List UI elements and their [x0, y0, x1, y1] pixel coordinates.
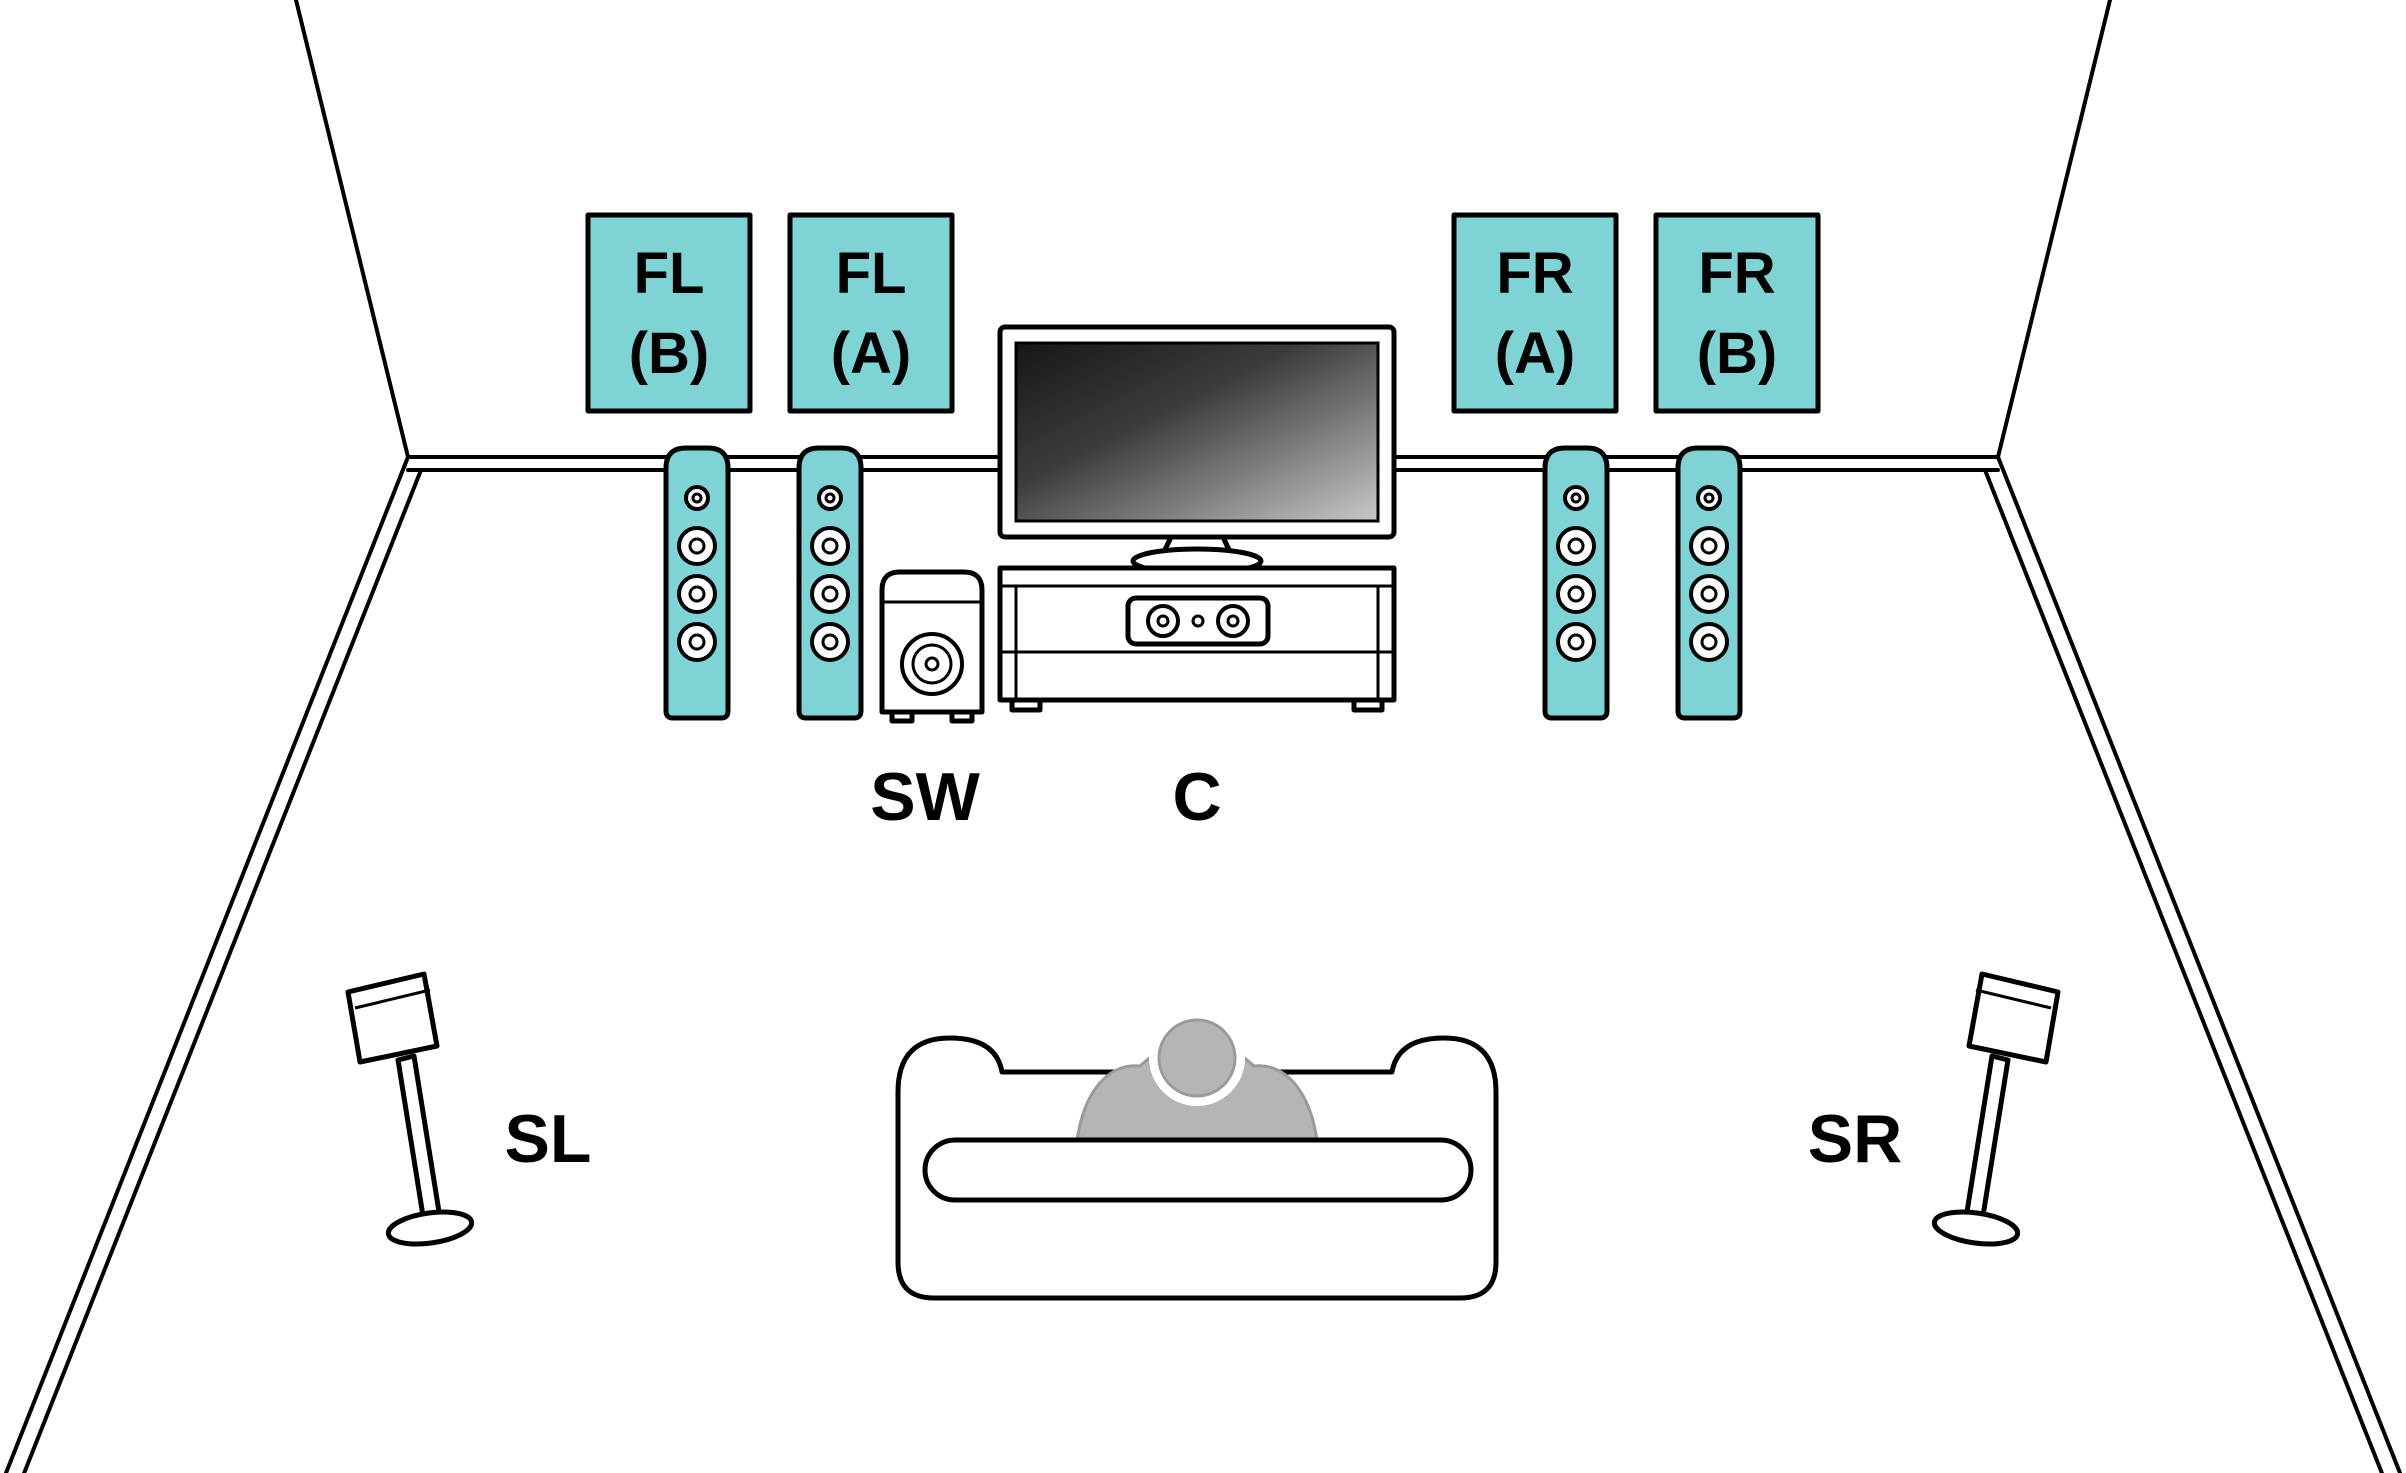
- tower-speaker-front-right-b: [1678, 448, 1740, 718]
- center-speaker-tweeter: [1191, 614, 1205, 628]
- front-right-a-label-line2: (A): [1495, 321, 1576, 386]
- tv: [997, 324, 1397, 576]
- front-right-a-label-line1: FR: [1496, 241, 1573, 306]
- cabinet-foot-left: [1009, 697, 1043, 713]
- surround-right-label: SR: [1808, 1101, 1902, 1177]
- tv-cabinet: [997, 565, 1397, 713]
- label-box-front-right-b-rect: [1653, 212, 1821, 414]
- tower-speaker-front-left-a: [799, 448, 861, 718]
- floor-edge-right-inner: [1983, 468, 2385, 1473]
- label-box-front-left-a: FL (A): [787, 212, 955, 414]
- floor-edge-right-outer: [1996, 455, 2402, 1473]
- subwoofer-foot-left: [889, 709, 915, 724]
- floor-edge-left-outer: [4, 455, 410, 1473]
- sofa-back-cushion: [922, 1137, 1474, 1203]
- left-wall-corner-line: [294, 0, 410, 459]
- center-speaker: [1125, 595, 1271, 647]
- center-speaker-driver-left-cap: [1156, 614, 1170, 628]
- front-left-b-label-line1: FL: [634, 241, 705, 306]
- center-speaker-driver-right-cap: [1226, 614, 1240, 628]
- tower-speaker-front-right-a: [1545, 448, 1607, 718]
- surround-speaker-right: [1932, 974, 2058, 1249]
- sofa: [895, 1010, 1499, 1301]
- label-box-front-left-b: FL (B): [585, 212, 753, 414]
- surround-left-label: SL: [505, 1101, 592, 1177]
- subwoofer-label: SW: [870, 759, 980, 835]
- floor-edge-left-inner: [21, 468, 423, 1473]
- subwoofer: [879, 569, 985, 724]
- front-left-a-label-line2: (A): [831, 321, 912, 386]
- front-right-b-label-line2: (B): [1697, 321, 1778, 386]
- label-box-front-right-a: FR (A): [1451, 212, 1619, 414]
- label-box-front-left-b-rect: [585, 212, 753, 414]
- front-right-b-label-line1: FR: [1698, 241, 1775, 306]
- subwoofer-foot-right: [949, 709, 975, 724]
- label-box-front-right-a-rect: [1451, 212, 1619, 414]
- subwoofer-driver-cap: [924, 656, 940, 672]
- listener-head: [1157, 1018, 1237, 1098]
- tv-screen: [1014, 341, 1380, 523]
- center-label: C: [1172, 759, 1221, 835]
- surround-speaker-left: [348, 974, 474, 1249]
- front-left-b-label-line2: (B): [629, 321, 710, 386]
- tower-speaker-front-left-b: [666, 448, 728, 718]
- cabinet-foot-right: [1351, 697, 1385, 713]
- right-wall-corner-line: [1996, 0, 2112, 459]
- label-box-front-left-a-rect: [787, 212, 955, 414]
- label-box-front-right-b: FR (B): [1653, 212, 1821, 414]
- front-left-a-label-line1: FL: [836, 241, 907, 306]
